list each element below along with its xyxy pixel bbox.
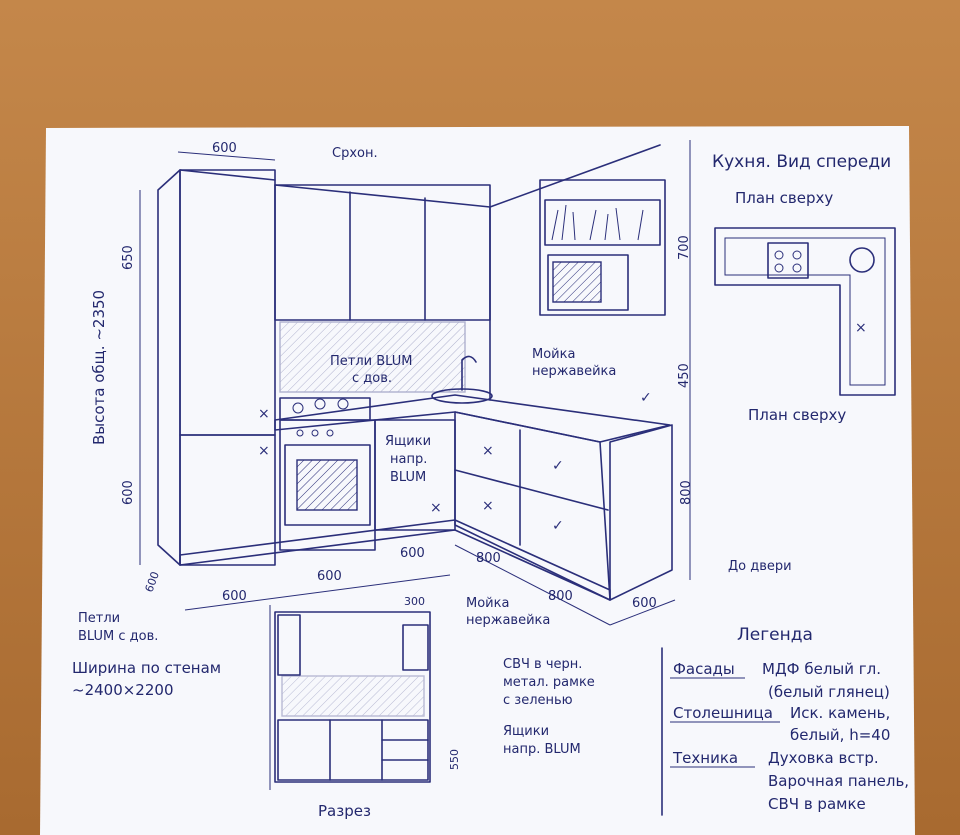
- dim-upper-height: 650: [121, 245, 136, 270]
- dim-base-w1: 600: [222, 589, 247, 604]
- legend-title: Легенда: [737, 625, 813, 645]
- legend-tech-key: Техника: [672, 749, 738, 767]
- dim-base-w2: 600: [317, 569, 342, 584]
- legend-counter-val-2: белый, h=40: [790, 726, 890, 744]
- label-mw-1: СВЧ в черн.: [503, 657, 582, 672]
- check-mark-1: ✓: [552, 458, 564, 474]
- label-hinges-top-1: Петли BLUM: [330, 354, 412, 369]
- label-hinges-bottom-1: Петли: [78, 611, 120, 626]
- cross-mark-4: ×: [482, 498, 494, 514]
- dim-right-upper: 700: [677, 235, 692, 260]
- label-width-walls-2: ~2400×2200: [72, 681, 173, 699]
- page-title: Кухня. Вид спереди: [712, 152, 891, 172]
- plan-top-label-1: План сверху: [735, 189, 833, 207]
- label-height-total: Высота общ. ~2350: [90, 290, 108, 445]
- label-sink-top-1: Мойка: [532, 347, 575, 362]
- dimension-lines: [139, 140, 691, 790]
- cross-mark-3: ×: [482, 443, 494, 459]
- label-drawers-1: Ящики: [385, 434, 431, 449]
- dim-section-side: 550: [448, 749, 461, 770]
- paper-sheet: [40, 126, 915, 835]
- dim-base-w3: 600: [400, 546, 425, 561]
- legend-facades-val-1: МДФ белый гл.: [762, 660, 881, 678]
- dim-base-height-left: 600: [121, 480, 136, 505]
- dim-right-w3: 600: [632, 596, 657, 611]
- plan-top-label-2: План сверху: [748, 406, 846, 424]
- legend-counter-key: Столешница: [673, 704, 773, 722]
- label-top-cabinets: Срхон.: [332, 146, 378, 161]
- check-mark-3: ✓: [640, 390, 652, 406]
- label-drawers-2: напр.: [390, 452, 427, 467]
- label-drawers-3: BLUM: [390, 470, 426, 485]
- dim-right-w1: 800: [476, 551, 501, 566]
- plan-top-view: [714, 227, 896, 396]
- label-section: Разрез: [318, 802, 371, 820]
- label-mw-3: с зеленью: [503, 693, 573, 708]
- legend-facades-val-2: (белый глянец): [768, 683, 890, 701]
- legend-box: [661, 647, 780, 816]
- dim-section-top: 300: [404, 595, 425, 608]
- label-hinges-bottom-2: BLUM с дов.: [78, 629, 158, 644]
- label-door: До двери: [728, 559, 792, 574]
- legend-counter-val-1: Иск. камень,: [790, 704, 890, 722]
- label-width-walls-1: Ширина по стенам: [72, 659, 221, 677]
- label-hinges-top-2: с дов.: [352, 371, 392, 386]
- label-mw-2: метал. рамке: [503, 675, 595, 690]
- cross-mark-5: ×: [430, 500, 442, 516]
- dim-right-w2: 800: [548, 589, 573, 604]
- dim-right-mid: 450: [677, 363, 692, 388]
- section-view: [274, 611, 431, 783]
- label-drawers-sec-1: Ящики: [503, 724, 549, 739]
- cross-mark-2: ×: [258, 443, 270, 459]
- legend-tech-val-2: Варочная панель,: [768, 772, 909, 790]
- label-sink-bottom-1: Мойка: [466, 596, 509, 611]
- dim-right-base: 800: [679, 480, 694, 505]
- legend-tech-val-1: Духовка встр.: [768, 749, 879, 767]
- dim-top-width: 600: [212, 141, 237, 156]
- legend-tech-val-3: СВЧ в рамке: [768, 795, 866, 813]
- cross-mark-1: ×: [258, 406, 270, 422]
- check-mark-2: ✓: [552, 518, 564, 534]
- kitchen-perspective: [157, 144, 673, 601]
- label-sink-top-2: нержавейка: [532, 364, 616, 379]
- label-drawers-sec-2: напр. BLUM: [503, 742, 581, 757]
- legend-facades-key: Фасады: [673, 660, 735, 678]
- cross-mark-6: ×: [855, 320, 867, 336]
- label-sink-bottom-2: нержавейка: [466, 613, 550, 628]
